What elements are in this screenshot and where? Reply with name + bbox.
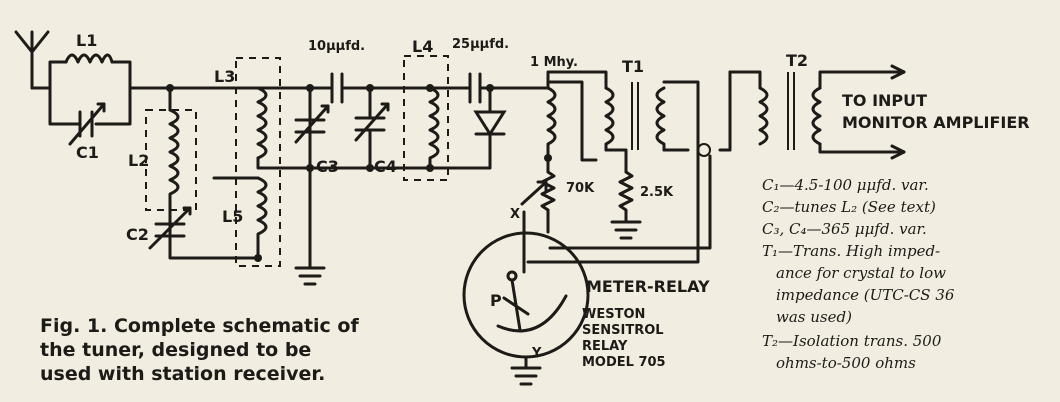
label-l3: L3 (214, 67, 235, 86)
note-line: impedance (UTC-CS 36 (776, 286, 955, 304)
resistor-2-5k (618, 170, 634, 224)
note-line: T₁—Trans. High imped- (762, 242, 940, 260)
label-t2: T2 (786, 51, 808, 70)
capacitor-c2 (148, 206, 192, 250)
note-line: ance for crystal to low (776, 264, 946, 282)
shield-l3 (235, 57, 281, 267)
output-line-1: TO INPUT (842, 91, 927, 110)
label-y: Y (531, 346, 542, 361)
label-p: P (490, 291, 502, 310)
label-l1: L1 (76, 31, 97, 50)
label-25uufd: 25μμfd. (452, 37, 509, 52)
note-line: C₂—tunes L₂ (See text) (762, 198, 936, 216)
label-l2: L2 (128, 151, 149, 170)
transformer-t2 (758, 72, 822, 150)
ground-symbol-meter (510, 366, 542, 386)
inductor-l5 (256, 176, 268, 260)
ground-symbol-t1 (610, 220, 642, 240)
output-line-2: MONITOR AMPLIFIER (842, 113, 1030, 132)
crystal-diode (428, 86, 507, 170)
ground-symbol-main (294, 266, 326, 286)
label-10uufd: 10μμfd. (308, 39, 365, 54)
caption-line: used with station receiver. (40, 363, 325, 385)
meter-title: METER-RELAY (586, 277, 710, 296)
meter-line-3: RELAY (582, 339, 628, 354)
label-c2: C2 (126, 225, 149, 244)
figure-caption: Fig. 1. Complete schematic of the tuner,… (40, 315, 359, 385)
meter-line-1: WESTON (582, 307, 645, 322)
capacitor-c4 (354, 86, 390, 170)
inductor-l1 (64, 53, 114, 64)
label-l5: L5 (222, 207, 243, 226)
component-notes: C₁—4.5-100 μμfd. var. C₂—tunes L₂ (See t… (762, 176, 955, 372)
capacitor-c3 (294, 86, 330, 170)
label-t1: T1 (622, 57, 644, 76)
note-line: ohms-to-500 ohms (776, 354, 916, 372)
note-line: was used) (776, 308, 852, 326)
label-x: X (510, 207, 520, 222)
label-70k: 70K (566, 181, 595, 196)
meter-line-4: MODEL 705 (582, 355, 666, 370)
label-2-5k: 2.5K (640, 185, 674, 200)
capacitor-c1 (68, 102, 106, 146)
inductor-choke (546, 86, 557, 160)
resistor-70k (520, 170, 556, 212)
caption-line: Fig. 1. Complete schematic of (40, 315, 359, 337)
note-line: C₃, C₄—365 μμfd. var. (762, 220, 927, 238)
label-c1: C1 (76, 143, 99, 162)
note-line: T₂—Isolation trans. 500 (762, 332, 942, 350)
meter-relay-symbol (462, 230, 590, 370)
inductor-l4 (428, 86, 440, 170)
shield-l4 (403, 55, 449, 181)
meter-line-2: SENSITROL (582, 323, 664, 338)
transformer-t1 (604, 82, 666, 152)
capacitor-25uufd (468, 72, 482, 104)
inductor-l3 (256, 86, 268, 160)
label-l4: L4 (412, 37, 433, 56)
label-choke: 1 Mhy. (530, 55, 578, 70)
note-line: C₁—4.5-100 μμfd. var. (762, 176, 929, 194)
caption-line: the tuner, designed to be (40, 339, 311, 361)
inductor-l2 (168, 108, 180, 240)
capacitor-10uufd (330, 72, 344, 104)
antenna-symbol (14, 30, 50, 90)
